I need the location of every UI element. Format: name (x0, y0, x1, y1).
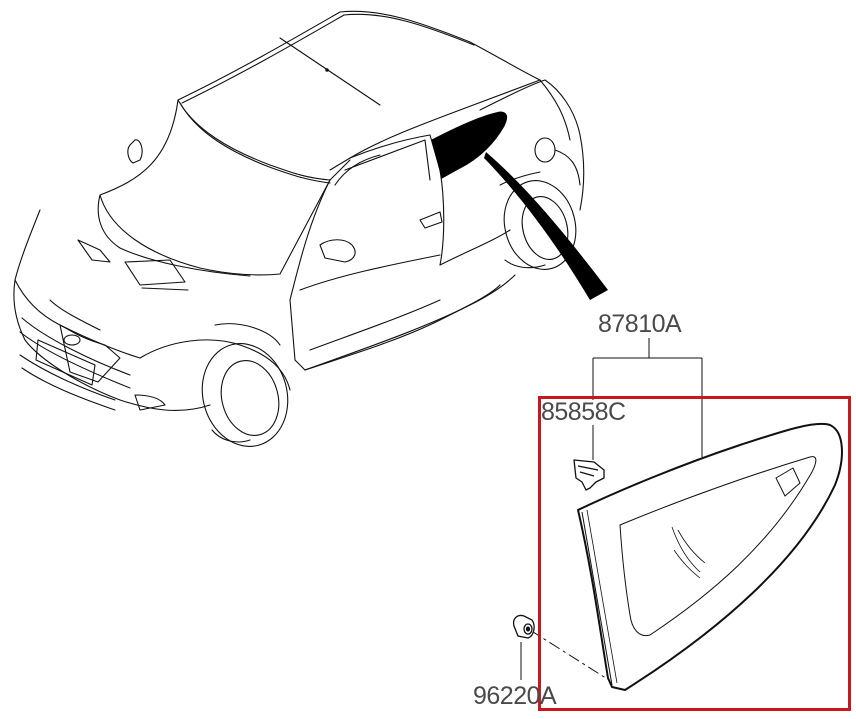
part-label-85858C[interactable]: 85858C (541, 398, 626, 426)
clip-part-icon (573, 459, 605, 491)
nut-part-icon (512, 614, 535, 639)
pointer-arrow (484, 152, 608, 300)
quarter-window-highlight (431, 111, 508, 179)
quarter-glass-assembly (577, 422, 843, 691)
part-label-87810A[interactable]: 87810A (598, 310, 682, 338)
highlight-box (538, 396, 851, 711)
leader-lines (520, 338, 703, 683)
car-illustration (13, 10, 585, 447)
part-label-96220A[interactable]: 96220A (473, 682, 557, 710)
